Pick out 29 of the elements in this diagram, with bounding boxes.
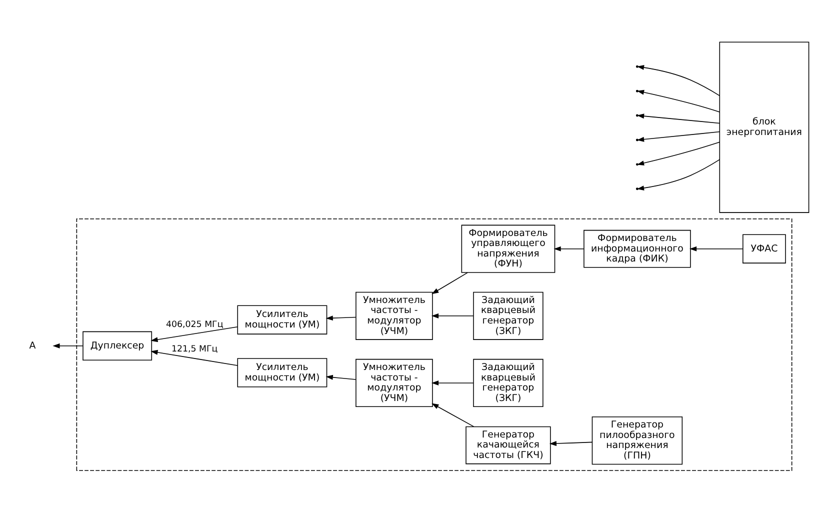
node-box: Генератор пилообразного напряжения (ГПН) [592,416,683,465]
arrow [326,374,356,380]
arrow [689,246,744,252]
node-text: А [29,340,36,352]
arrow [150,350,238,366]
arrow [326,316,356,321]
arrow [431,313,474,318]
node-box: Усилитель мощности (УМ) [237,358,328,388]
arrow [554,246,584,252]
node-box: Умножитель частоты - модулятор (УЧМ) [356,292,433,340]
arrow [432,272,468,294]
node-box: Задающий кварцевый генератор (ЗКГ) [473,292,544,340]
arrow [150,326,238,342]
node-box: Задающий кварцевый генератор (ЗКГ) [473,358,544,408]
arrow [549,441,593,446]
node-box: Генератор качающейся частоты (ГКЧ) [466,426,551,464]
arrow [431,380,474,386]
node-box: блок энергопитания [719,42,810,213]
node-box: УФАС [742,234,786,264]
arrow [52,343,84,348]
edge-label: 406,025 МГц [166,320,224,330]
cluster [76,218,792,471]
node-box: Усилитель мощности (УМ) [237,305,328,334]
node-box: Дуплексер [82,331,152,360]
node-box: Формирователь информационного кадра (ФИК) [584,230,691,268]
arrow [432,403,474,427]
node-box: Формирователь управляющего напряжения (ФУН) [461,224,556,273]
node-box: Умножитель частоты - модулятор (УЧМ) [356,358,433,408]
edge-label: 121,5 МГц [172,344,218,354]
